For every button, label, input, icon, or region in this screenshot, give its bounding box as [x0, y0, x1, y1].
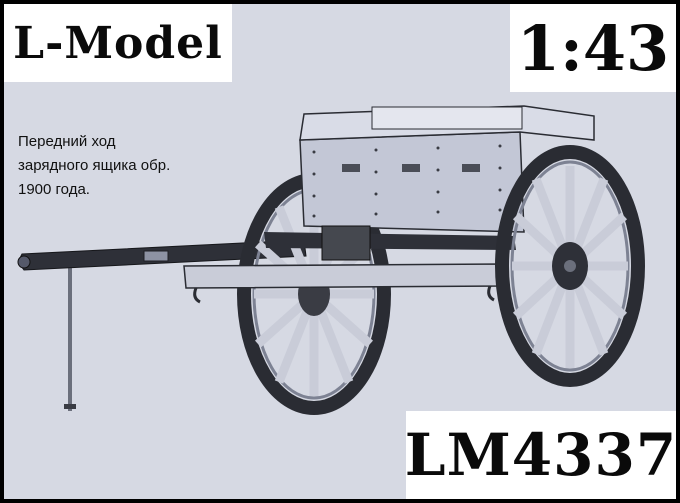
- ammunition-chest: [299, 105, 595, 233]
- brand-logo-box: L-Model: [4, 4, 232, 82]
- frame-rail: [264, 232, 516, 250]
- product-caption: Передний ход зарядного ящика обр. 1900 г…: [18, 130, 238, 202]
- caption-line: зарядного ящика обр.: [18, 157, 171, 174]
- scale-box: 1:43: [510, 4, 676, 92]
- right-hook: [487, 285, 495, 302]
- article-number-text: LM4337: [404, 421, 676, 489]
- brand-logo-text: L-Model: [13, 17, 223, 69]
- pole-tip: [17, 255, 31, 269]
- scale-text: 1:43: [516, 11, 670, 85]
- render-canvas: L-Model 1:43 Передний ход зарядного ящик…: [4, 4, 676, 499]
- fifth-wheel: [321, 225, 371, 261]
- right-wheel: [495, 145, 645, 387]
- left-hook: [193, 287, 201, 304]
- pole-stand-foot: [64, 404, 76, 409]
- limber-frame: [183, 263, 505, 289]
- article-number-box: LM4337: [404, 411, 676, 499]
- artillery-limber-render: [17, 105, 645, 415]
- pole-fitting: [143, 250, 169, 262]
- caption-line: Передний ход: [18, 133, 116, 150]
- pole-stand: [68, 266, 72, 411]
- caption-line: 1900 года.: [18, 181, 90, 198]
